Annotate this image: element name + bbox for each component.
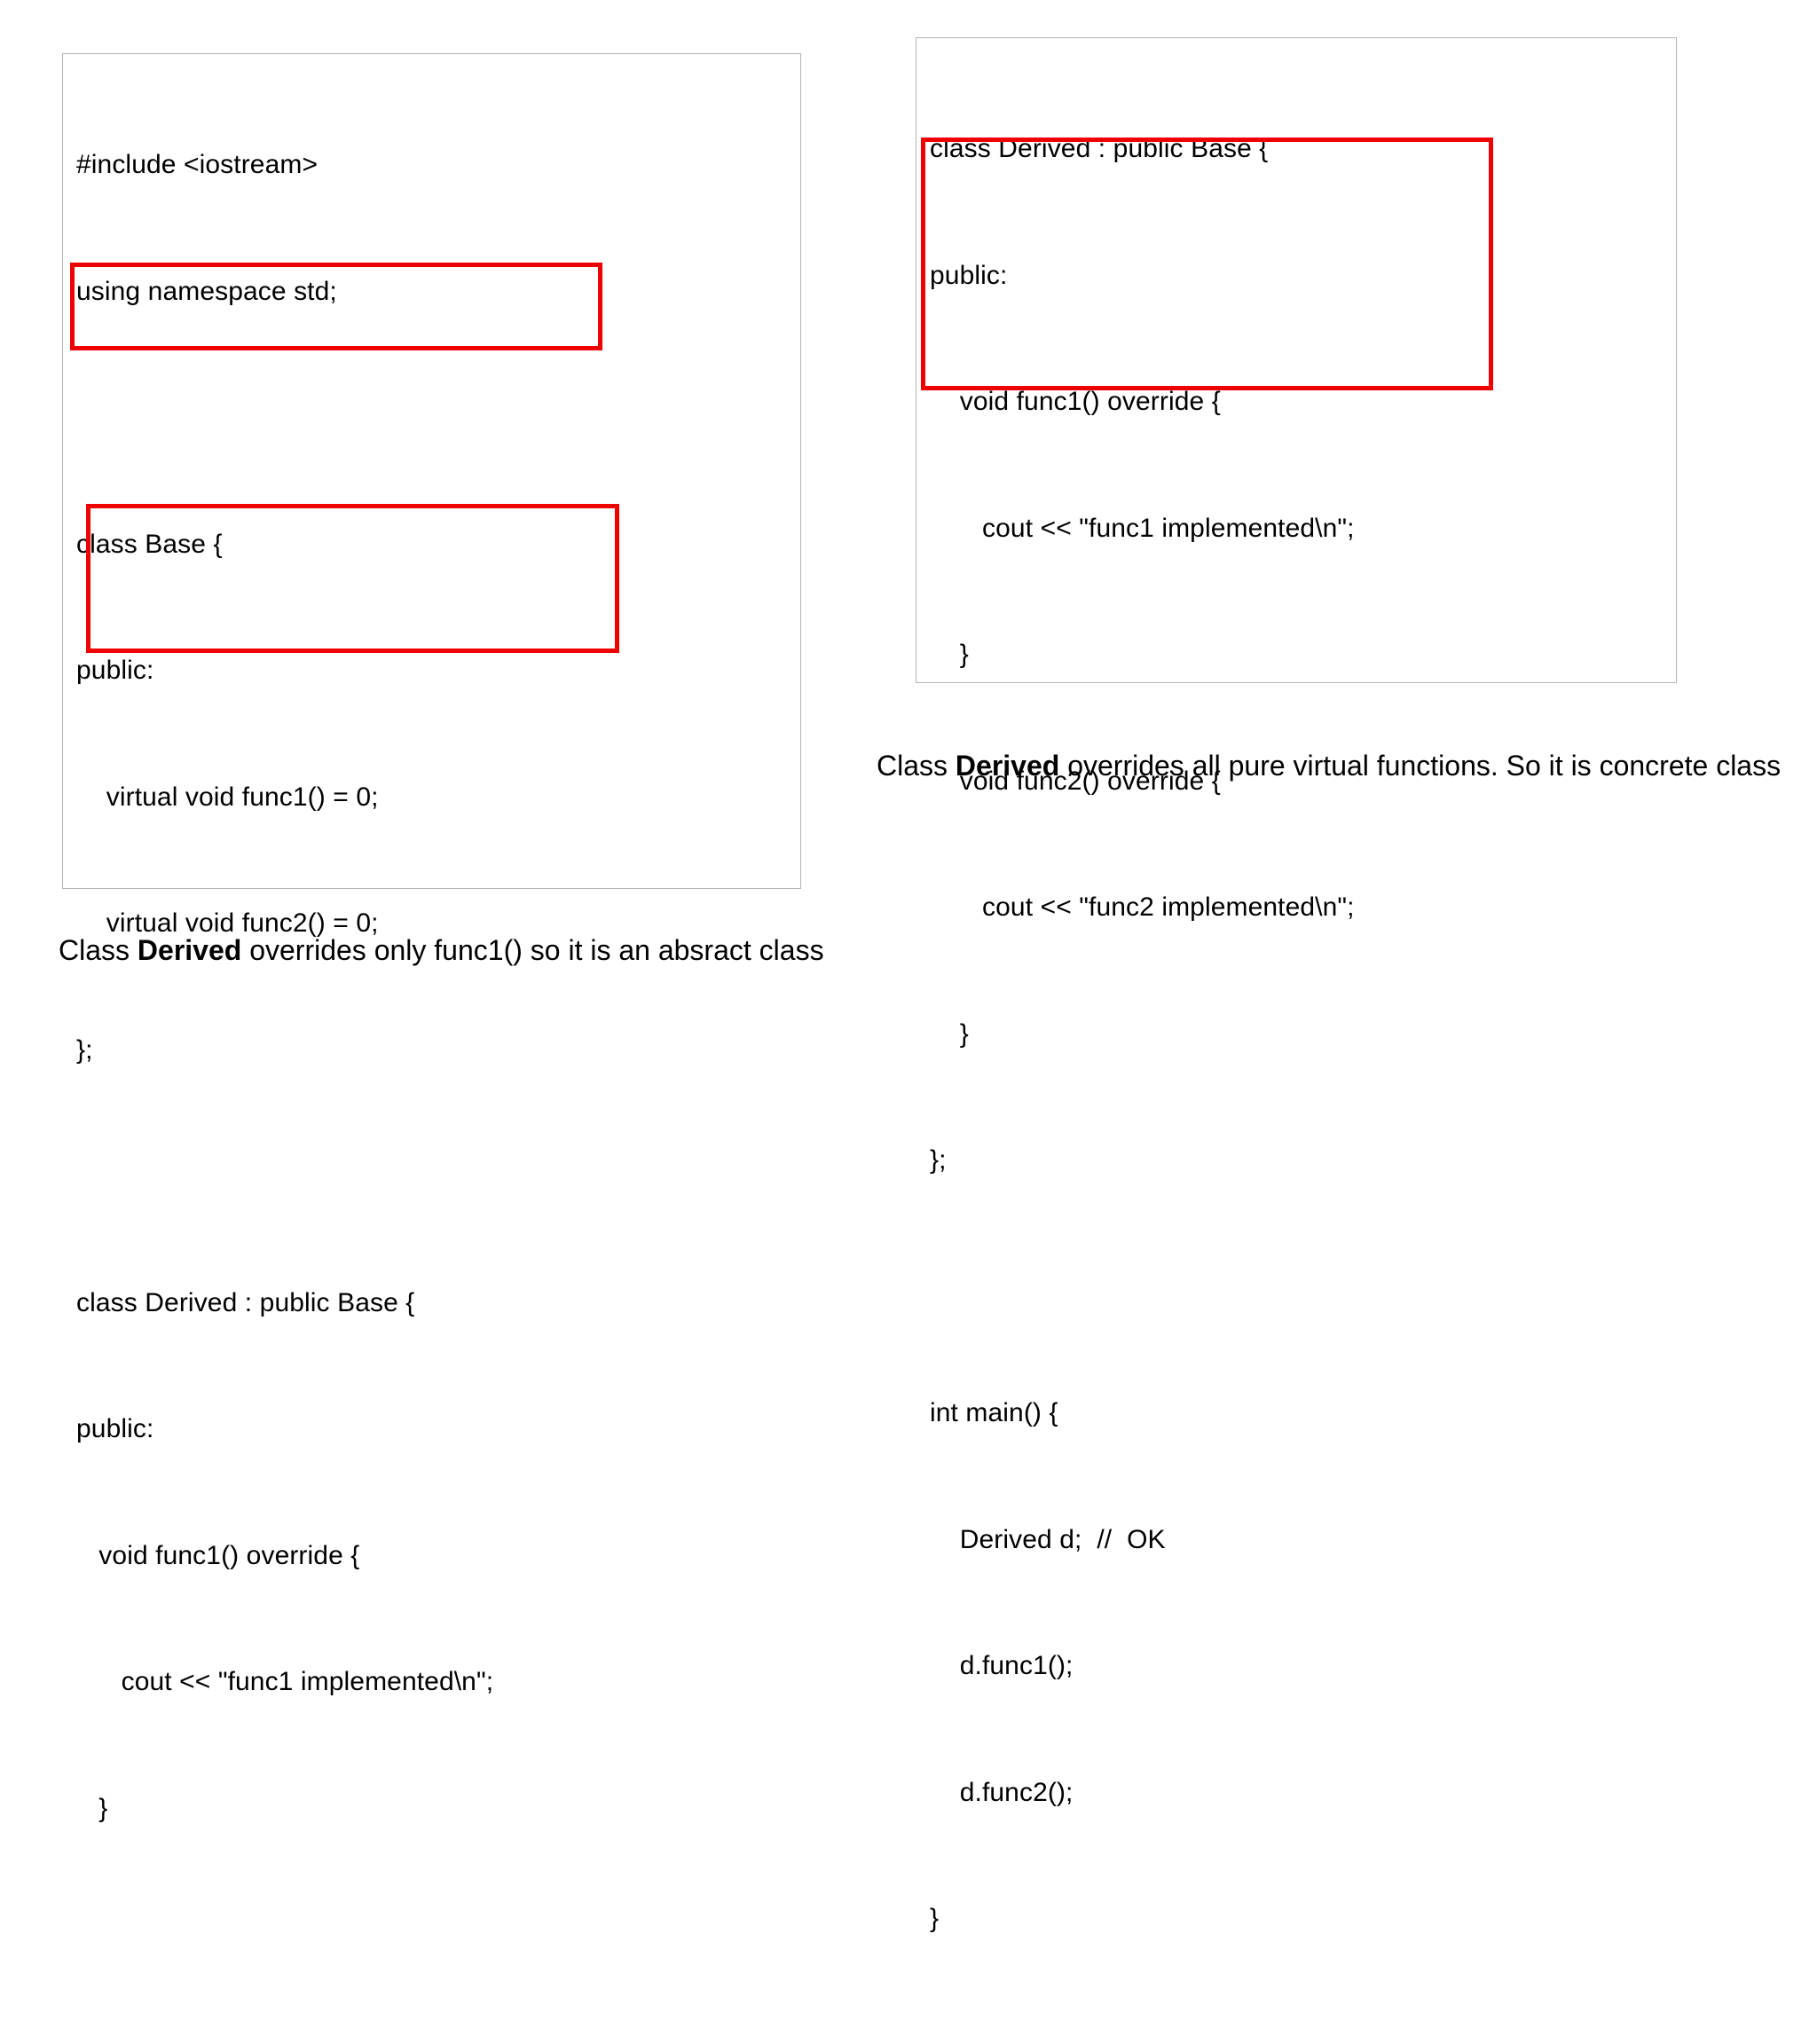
code-line: class Derived : public Base { <box>930 128 1672 170</box>
code-line: }; <box>76 2040 797 2044</box>
code-line: } <box>76 1788 797 1830</box>
caption-emphasis: Derived <box>956 750 1059 782</box>
code-listing-right: class Derived : public Base { public: vo… <box>930 43 1672 2024</box>
code-line-blank <box>76 1914 797 1956</box>
code-line: } <box>930 1013 1672 1056</box>
caption-prefix: Class <box>59 934 138 966</box>
caption-abstract-class: Class Derived overrides only func1() so … <box>59 930 1034 971</box>
code-line: d.func1(); <box>930 1645 1672 1687</box>
code-line: d.func2(); <box>930 1772 1672 1814</box>
code-line-blank <box>76 1155 797 1198</box>
code-line: int main() { <box>930 1392 1672 1435</box>
code-line: cout << "func1 implemented\n"; <box>930 507 1672 550</box>
caption-concrete-class: Class Derived overrides all pure virtual… <box>877 745 1804 787</box>
code-line: public: <box>76 649 797 692</box>
code-line: class Derived : public Base { <box>76 1282 797 1325</box>
code-line: } <box>930 1898 1672 1940</box>
code-line: }; <box>76 1029 797 1072</box>
code-line: void func1() override { <box>930 381 1672 423</box>
code-line: #include <iostream> <box>76 144 797 186</box>
caption-suffix: overrides all pure virtual functions. So… <box>1059 750 1781 782</box>
code-line: }; <box>930 1139 1672 1182</box>
code-line: virtual void func1() = 0; <box>76 776 797 819</box>
code-line: class Base { <box>76 523 797 566</box>
caption-emphasis: Derived <box>138 934 241 966</box>
code-listing-left: #include <iostream> using namespace std;… <box>76 59 797 2044</box>
code-panel-concrete-example: class Derived : public Base { public: vo… <box>916 37 1677 683</box>
code-line: public: <box>930 255 1672 297</box>
caption-prefix: Class <box>877 750 956 782</box>
code-line: using namespace std; <box>76 271 797 313</box>
code-line: cout << "func2 implemented\n"; <box>930 886 1672 929</box>
code-line: public: <box>76 1408 797 1450</box>
code-line: cout << "func1 implemented\n"; <box>76 1661 797 1703</box>
code-line: } <box>930 633 1672 676</box>
code-line-blank <box>930 1266 1672 1309</box>
code-line: Derived d; // OK <box>930 1519 1672 1561</box>
code-line-blank <box>76 397 797 439</box>
caption-suffix: overrides only func1() so it is an absra… <box>241 934 823 966</box>
code-line: void func1() override { <box>76 1535 797 1577</box>
code-panel-abstract-example: #include <iostream> using namespace std;… <box>62 53 801 889</box>
